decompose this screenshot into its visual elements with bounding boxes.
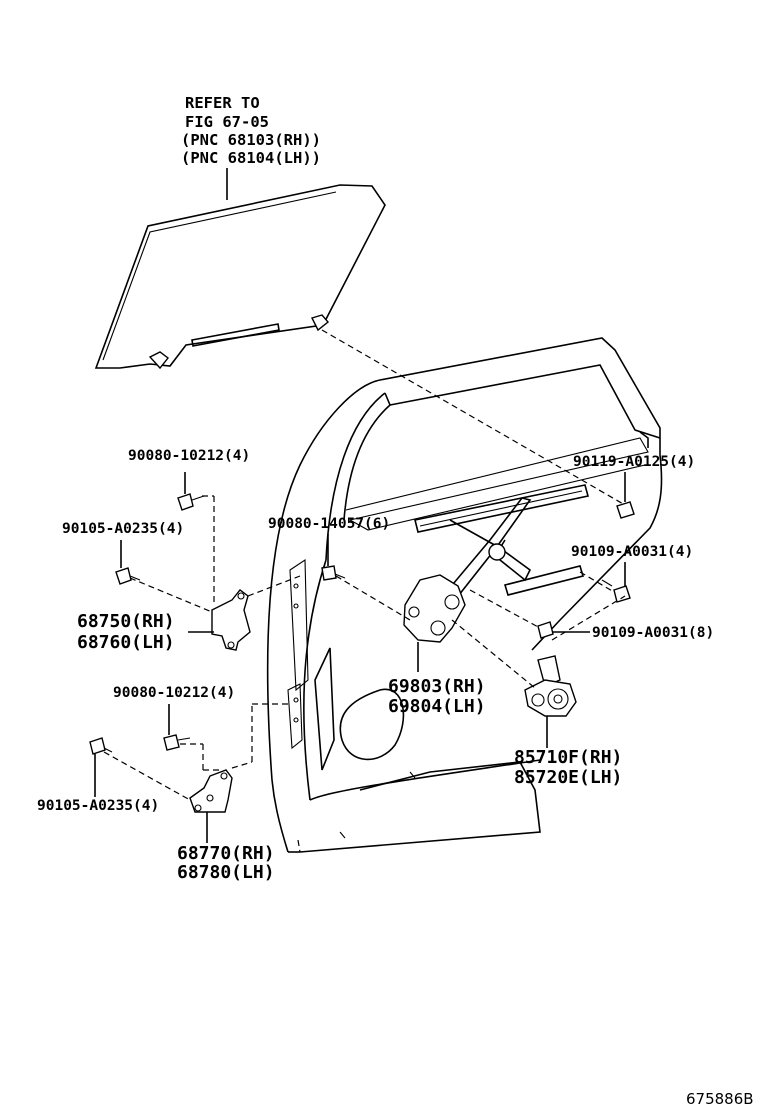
label-bolt-regulator-lower: 90109-A0031(8): [592, 625, 715, 641]
figure-id: 675886B: [686, 1090, 754, 1108]
label-regulator-lh: 69804(LH): [388, 696, 486, 717]
door-glass: [94, 168, 386, 370]
label-bolt-regulator-right: 90109-A0031(4): [571, 544, 694, 560]
label-bolt-upper-left: 90105-A0235(4): [62, 521, 185, 537]
upper-hinge: [188, 589, 251, 651]
window-motor: [524, 655, 577, 748]
note-pnc-lh: (PNC 68104(LH)): [181, 149, 321, 167]
label-bolt-lower-left: 90105-A0235(4): [37, 798, 160, 814]
door-panel: [266, 337, 663, 853]
label-bolt-glass: 90119-A0125(4): [573, 454, 696, 470]
bolts: [89, 493, 635, 755]
label-bolt-center: 90080-14057(6): [268, 516, 391, 532]
reference-lines: [103, 329, 626, 853]
label-hinge-upper-rh: 68750(RH): [77, 611, 175, 632]
note-fig-ref: FIG 67-05: [185, 113, 269, 131]
label-motor-lh: 85720E(LH): [514, 767, 623, 788]
label-hinge-lower-lh: 68780(LH): [177, 862, 275, 883]
label-hinge-lower-rh: 68770(RH): [177, 843, 275, 864]
label-hinge-upper-lh: 68760(LH): [77, 632, 175, 653]
note-pnc-rh: (PNC 68103(RH)): [181, 131, 321, 149]
lower-hinge: [189, 769, 233, 843]
note-refer-to: REFER TO: [185, 94, 260, 112]
window-regulator: [403, 484, 589, 672]
label-bolt-lower-hinge: 90080-10212(4): [113, 685, 236, 701]
leader-lines: [94, 472, 626, 797]
label-regulator-rh: 69803(RH): [388, 676, 486, 697]
label-motor-rh: 85710F(RH): [514, 747, 623, 768]
label-bolt-upper-hinge: 90080-10212(4): [128, 448, 251, 464]
